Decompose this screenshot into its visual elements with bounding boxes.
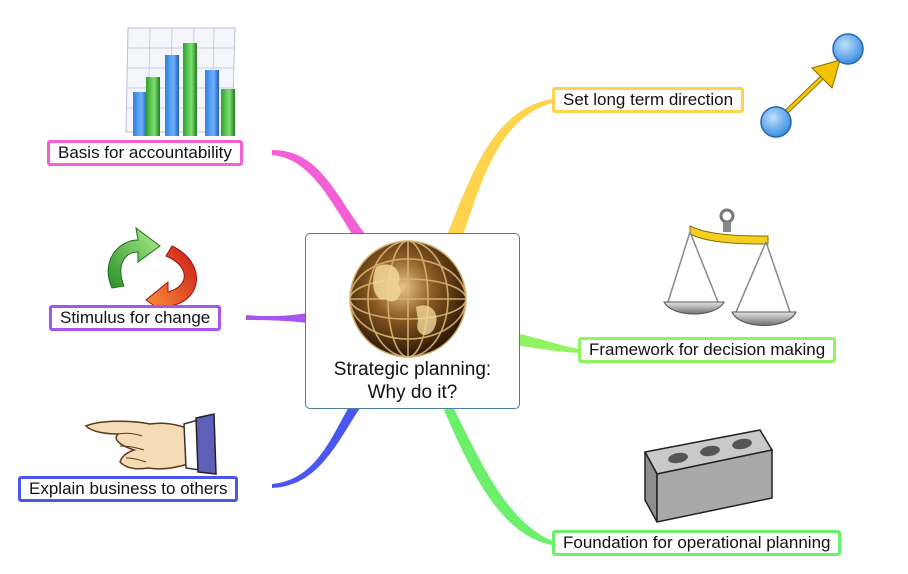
connector-stimulus-change [246, 313, 308, 323]
central-title-line-2: Why do it? [367, 382, 458, 403]
central-topic[interactable]: Strategic planning: Why do it? [305, 233, 520, 409]
central-topic-title: Strategic planning: Why do it? [306, 358, 519, 404]
connector-foundation-operational-planning [444, 405, 552, 545]
globe-icon [349, 240, 467, 358]
connector-set-long-term-direction [445, 99, 552, 245]
branch-stimulus-change[interactable]: Stimulus for change [49, 305, 222, 331]
balance-scale-icon [663, 208, 797, 326]
direction-arrow-icon [760, 33, 864, 138]
branch-basis-accountability[interactable]: Basis for accountability [47, 140, 243, 166]
central-title-line-1: Strategic planning: [333, 359, 492, 380]
branch-framework-decision-making[interactable]: Framework for decision making [578, 337, 837, 363]
branch-set-long-term-direction[interactable]: Set long term direction [552, 87, 745, 113]
pointing-hand-icon [84, 413, 217, 475]
branch-explain-business[interactable]: Explain business to others [18, 476, 239, 502]
connector-explain-business [272, 405, 362, 488]
connector-framework-decision-making [515, 333, 580, 353]
bar-chart-icon [125, 27, 236, 136]
branch-foundation-operational-planning[interactable]: Foundation for operational planning [552, 530, 842, 556]
cinder-block-icon [643, 429, 774, 523]
connector-basis-accountability [272, 150, 368, 240]
